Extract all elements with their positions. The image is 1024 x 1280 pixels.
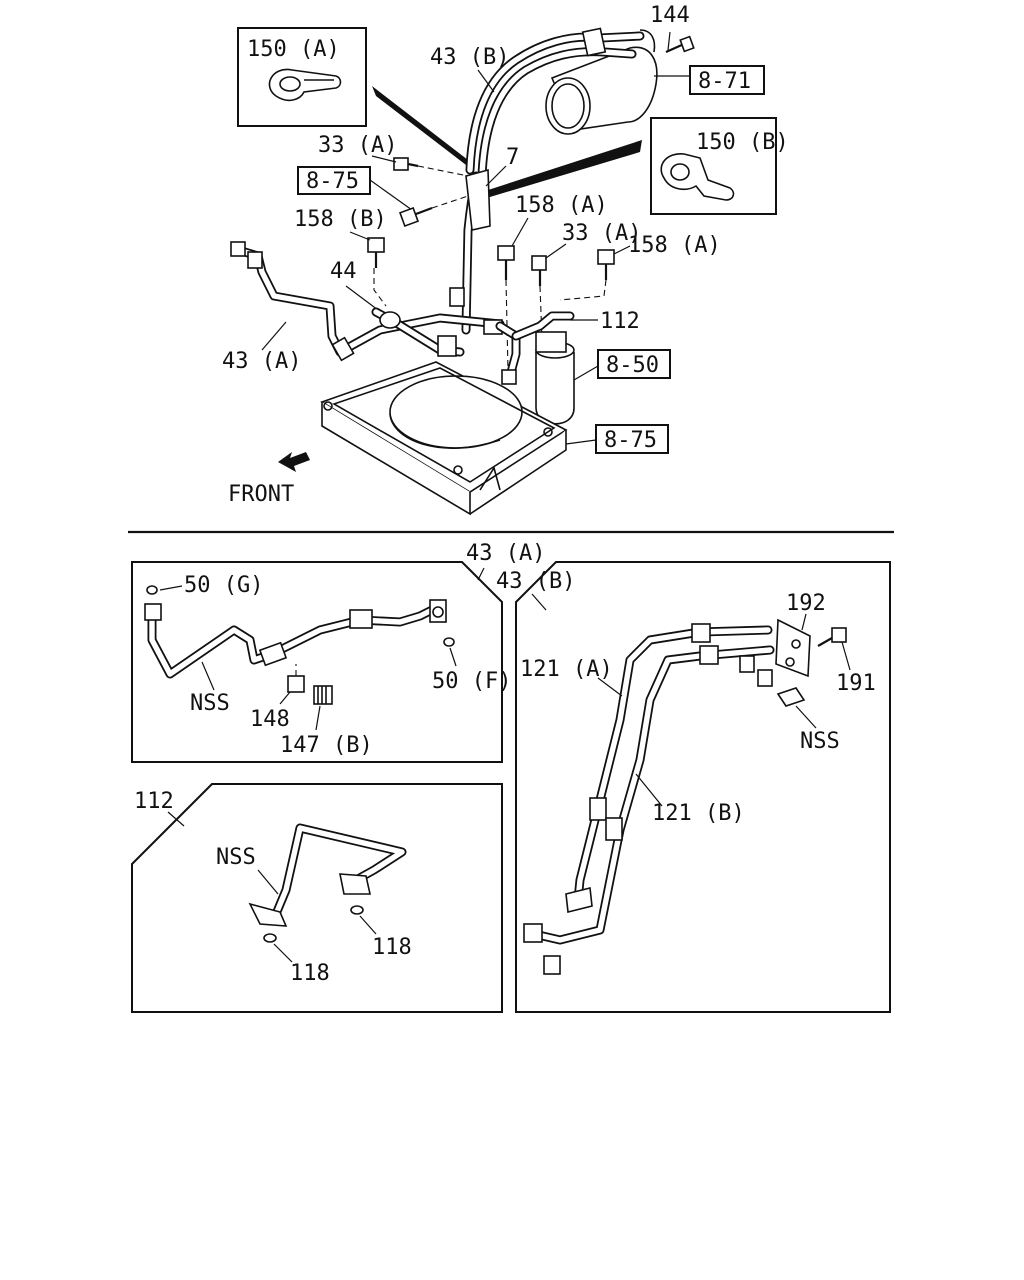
callout-158b: 158 (B) bbox=[294, 207, 387, 232]
panel-43b-header: 43 (B) bbox=[496, 569, 575, 594]
condenser-housing bbox=[320, 361, 568, 516]
fitting-148 bbox=[287, 664, 305, 693]
callout-192: 192 bbox=[786, 591, 826, 616]
bolt-191 bbox=[817, 627, 847, 647]
callout-150a: 150 (A) bbox=[247, 37, 340, 62]
bracket-7 bbox=[465, 168, 491, 231]
panel-43a-header: 43 (A) bbox=[466, 541, 545, 566]
hose-43a-detail bbox=[144, 599, 447, 679]
hose-43b bbox=[461, 27, 656, 335]
callout-8-75-lower: 8-75 bbox=[604, 428, 657, 453]
callout-44: 44 bbox=[330, 259, 357, 284]
callout-7: 7 bbox=[506, 145, 519, 170]
bolt-158b bbox=[367, 237, 387, 307]
callout-43b: 43 (B) bbox=[430, 45, 509, 70]
pointer-wedge-150b bbox=[480, 140, 642, 200]
hose-43b-lower bbox=[371, 287, 465, 357]
callout-nss-43a: NSS bbox=[190, 691, 230, 716]
callout-158a-right: 158 (A) bbox=[628, 233, 721, 258]
callout-8-50: 8-50 bbox=[606, 353, 659, 378]
ref-box-8-75-upper bbox=[297, 166, 371, 195]
callout-191: 191 bbox=[836, 671, 876, 696]
bracket-192 bbox=[739, 618, 811, 687]
callout-158a-left: 158 (A) bbox=[515, 193, 608, 218]
pointer-wedge-150a bbox=[372, 86, 470, 168]
panel-43b: 43 (B) 192 191 bbox=[496, 561, 891, 1013]
callout-nss-43b: NSS bbox=[800, 729, 840, 754]
hoses-121 bbox=[523, 623, 775, 975]
bolt-158a-left bbox=[497, 245, 515, 371]
callout-148: 148 bbox=[250, 707, 290, 732]
callout-50g: 50 (G) bbox=[184, 573, 263, 598]
panel-43a: 43 (A) 50 (G) 50 (F) NSS 148 147 bbox=[131, 541, 545, 763]
front-arrow-icon bbox=[278, 452, 310, 472]
callout-43a: 43 (A) bbox=[222, 349, 301, 374]
detail-box-150b bbox=[650, 117, 777, 215]
ref-box-8-71 bbox=[689, 65, 765, 95]
hose-43a bbox=[230, 241, 505, 362]
callout-33a-right: 33 (A) bbox=[562, 221, 641, 246]
panel-112: 112 NSS 118 118 bbox=[131, 783, 503, 1013]
ref-box-8-50 bbox=[597, 349, 671, 379]
callout-8-75-upper: 8-75 bbox=[306, 169, 359, 194]
bolt-33a-right bbox=[531, 255, 547, 341]
callout-33a-upper: 33 (A) bbox=[318, 133, 397, 158]
oring-50g bbox=[146, 585, 158, 595]
callout-121b: 121 (B) bbox=[652, 801, 745, 826]
callout-121a: 121 (A) bbox=[520, 657, 613, 682]
callout-118-right: 118 bbox=[372, 935, 412, 960]
oring-118-right bbox=[350, 905, 364, 915]
oring-118-left bbox=[263, 933, 277, 943]
callout-8-71: 8-71 bbox=[698, 69, 751, 94]
ref-box-8-75-lower bbox=[595, 424, 669, 454]
detail-box-150a bbox=[237, 27, 367, 127]
panel-112-header: 112 bbox=[134, 789, 174, 814]
callout-118-left: 118 bbox=[290, 961, 330, 986]
callout-150b: 150 (B) bbox=[696, 130, 789, 155]
callout-144: 144 bbox=[650, 3, 690, 28]
receiver-drier-8-50 bbox=[535, 331, 575, 425]
callout-50f: 50 (F) bbox=[432, 669, 511, 694]
cap-147b bbox=[313, 685, 333, 705]
canister-8-71 bbox=[545, 46, 658, 135]
bolt-8-75 bbox=[399, 195, 469, 227]
nss-part-43b bbox=[776, 687, 806, 707]
callout-nss-112: NSS bbox=[216, 845, 256, 870]
bolt-144 bbox=[665, 31, 695, 54]
callout-147b: 147 (B) bbox=[280, 733, 373, 758]
oring-50f bbox=[443, 637, 455, 647]
bolt-33a-upper bbox=[393, 157, 469, 177]
top-exploded-view: 150 (A) 150 (B) bbox=[222, 3, 789, 516]
pipe-112 bbox=[495, 311, 575, 385]
pipe-112-detail bbox=[248, 823, 407, 927]
bolt-158a-right bbox=[559, 249, 615, 301]
callout-112: 112 bbox=[600, 309, 640, 334]
label-front: FRONT bbox=[228, 482, 294, 507]
